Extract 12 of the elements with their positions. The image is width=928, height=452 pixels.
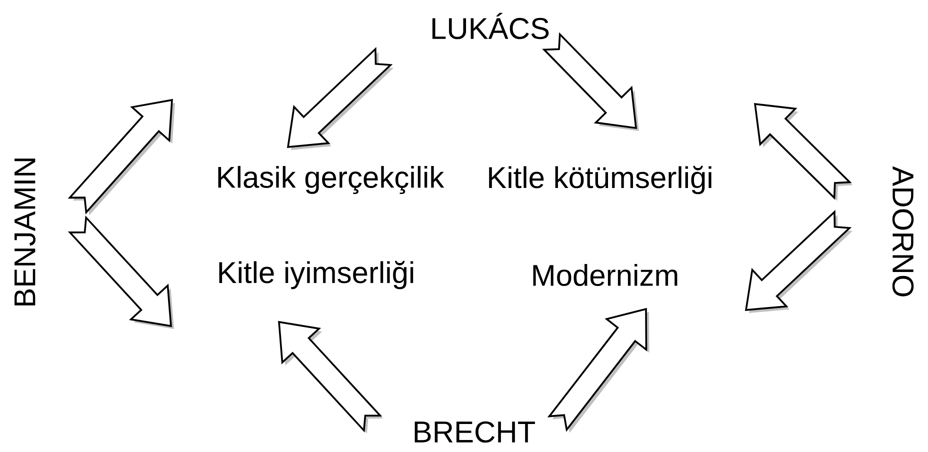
label-text: LUKÁCS (432, 12, 549, 40)
block-arrow (547, 308, 650, 433)
label-text: Kitle kötümserliği (489, 166, 712, 194)
label-text: Kitle iyimserliği (219, 260, 414, 290)
label-text: BRECHT (414, 421, 535, 443)
label-text: Klasik gerçekçilik (218, 166, 444, 194)
block-arrow (278, 320, 384, 434)
label-text: ADORNO (892, 166, 914, 296)
block-arrow (754, 102, 853, 201)
label-text: BENJAMIN (14, 158, 36, 306)
label-text: Modernizm (533, 264, 678, 286)
block-arrow (68, 98, 175, 216)
